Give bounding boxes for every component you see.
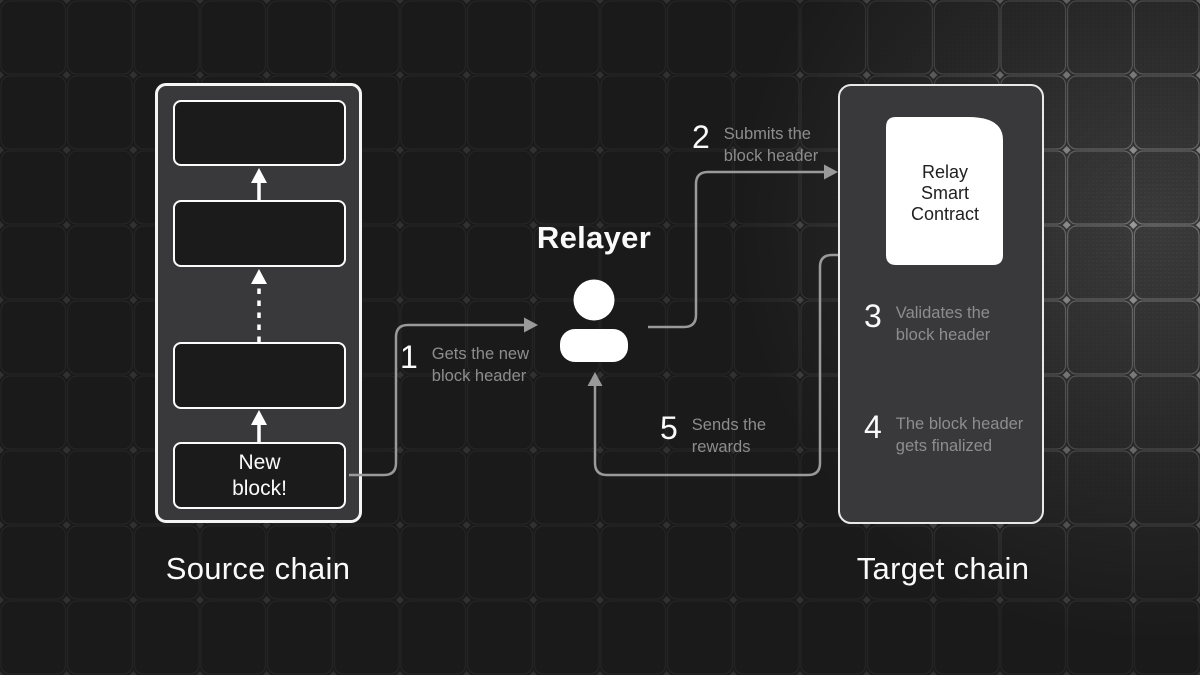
contract-label-line3: Contract [910, 204, 980, 224]
person-icon [560, 279, 628, 362]
contract-label-line1: Relay [921, 162, 969, 182]
contract-label: Relay Smart Contract [886, 162, 1004, 225]
new-block-label: New block! [232, 451, 287, 500]
step-3-number: 3 [864, 298, 882, 334]
step-1-number: 1 [400, 339, 418, 375]
block-arrow-dashed [251, 269, 267, 342]
contract-label-line2: Smart [920, 183, 969, 203]
connector-arrow-2 [648, 164, 838, 329]
relayer-title: Relayer [536, 220, 652, 255]
source-block-1 [173, 100, 346, 166]
connector-arrow-5 [587, 253, 838, 477]
block-arrow-solid-bottom [251, 410, 267, 442]
source-block-new: New block! [173, 442, 346, 509]
step-5-number: 5 [660, 410, 678, 446]
step-4-number: 4 [864, 409, 882, 445]
step-2-number: 2 [692, 119, 710, 155]
document-icon [886, 117, 1003, 265]
target-chain-label: Target chain [856, 551, 1030, 586]
connector-arrow-1 [349, 317, 538, 477]
source-chain-label: Source chain [165, 551, 351, 586]
block-arrow-solid-top [251, 168, 267, 200]
source-block-2 [173, 200, 346, 267]
source-block-3 [173, 342, 346, 409]
